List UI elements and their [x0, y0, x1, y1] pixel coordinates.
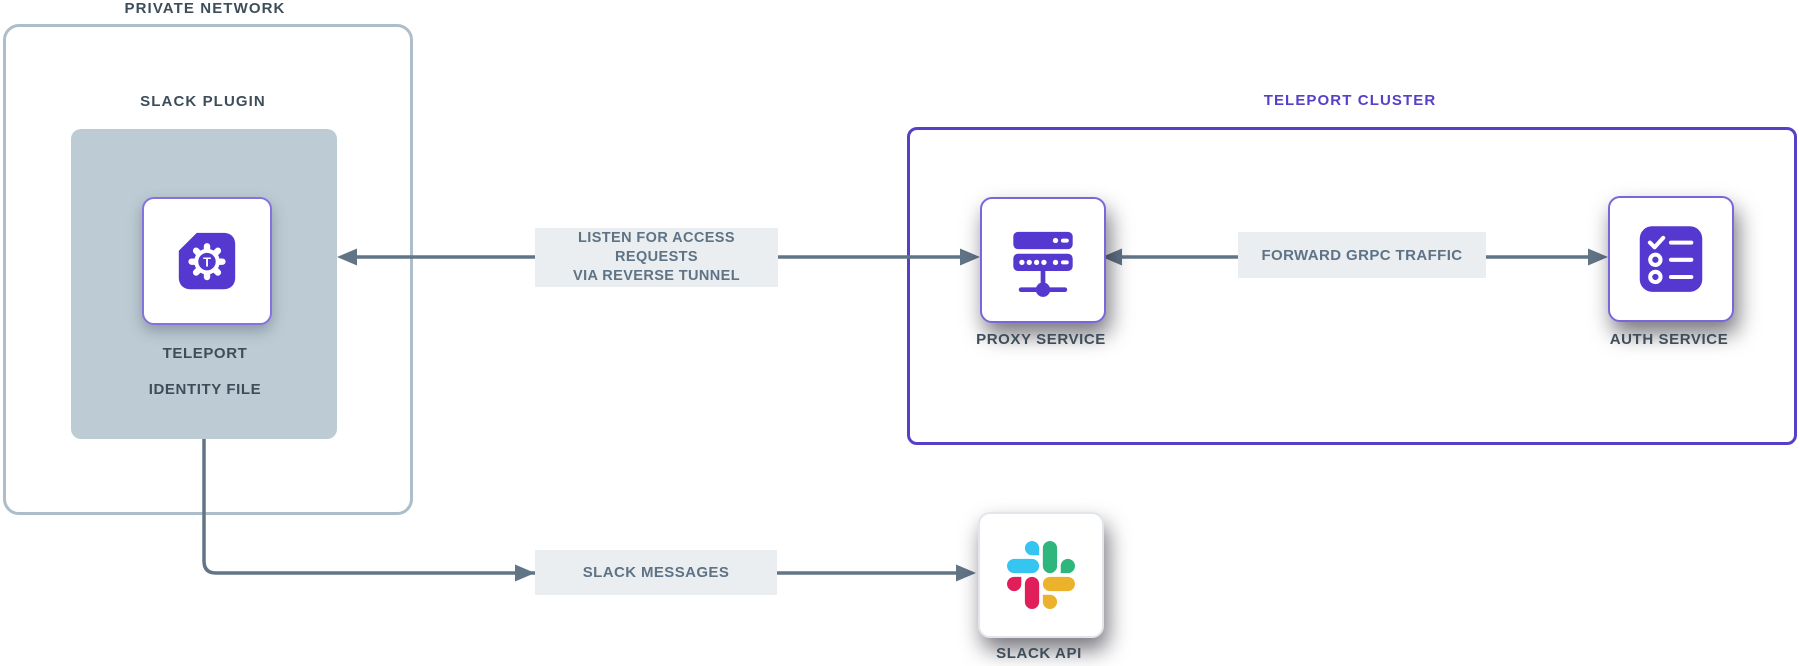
arrowhead-right-label: [515, 564, 535, 582]
teleport-identity-file-label: TELEPORT IDENTITY FILE: [148, 345, 262, 398]
slack-plugin-label: SLACK PLUGIN: [140, 93, 266, 110]
svg-text:T: T: [203, 254, 211, 269]
slack-api-label: SLACK API: [996, 645, 1082, 662]
teleport-cluster-box: [907, 127, 1797, 445]
slack-messages-label: SLACK MESSAGES: [582, 564, 730, 581]
private-network-label: PRIVATE NETWORK: [124, 0, 286, 17]
grpc-label-chip: FORWARD GRPC TRAFFIC: [1238, 232, 1486, 278]
grpc-label: FORWARD GRPC TRAFFIC: [1261, 246, 1463, 264]
teleport-identity-file-icon: T: [178, 232, 236, 290]
proxy-service-label: PROXY SERVICE: [976, 331, 1106, 348]
teleport-cluster-label: TELEPORT CLUSTER: [1263, 92, 1437, 109]
auth-service-label: AUTH SERVICE: [1609, 331, 1729, 348]
proxy-service-card: [980, 197, 1106, 323]
slack-card: [978, 512, 1104, 638]
auth-service-icon: [1639, 226, 1703, 292]
teleport-identity-file-card: T: [142, 197, 272, 325]
reverse-tunnel-label-line2: VIA REVERSE TUNNEL: [573, 268, 740, 284]
slack-logo-icon: [1007, 541, 1075, 609]
slack-messages-label-chip: SLACK MESSAGES: [535, 550, 777, 595]
reverse-tunnel-label-chip: LISTEN FOR ACCESS REQUESTS VIA REVERSE T…: [535, 228, 778, 287]
arrowhead-right-slack: [956, 564, 976, 582]
auth-service-card: [1608, 196, 1734, 322]
proxy-service-icon: [1013, 231, 1073, 297]
reverse-tunnel-label-line1: LISTEN FOR ACCESS REQUESTS: [578, 230, 735, 265]
